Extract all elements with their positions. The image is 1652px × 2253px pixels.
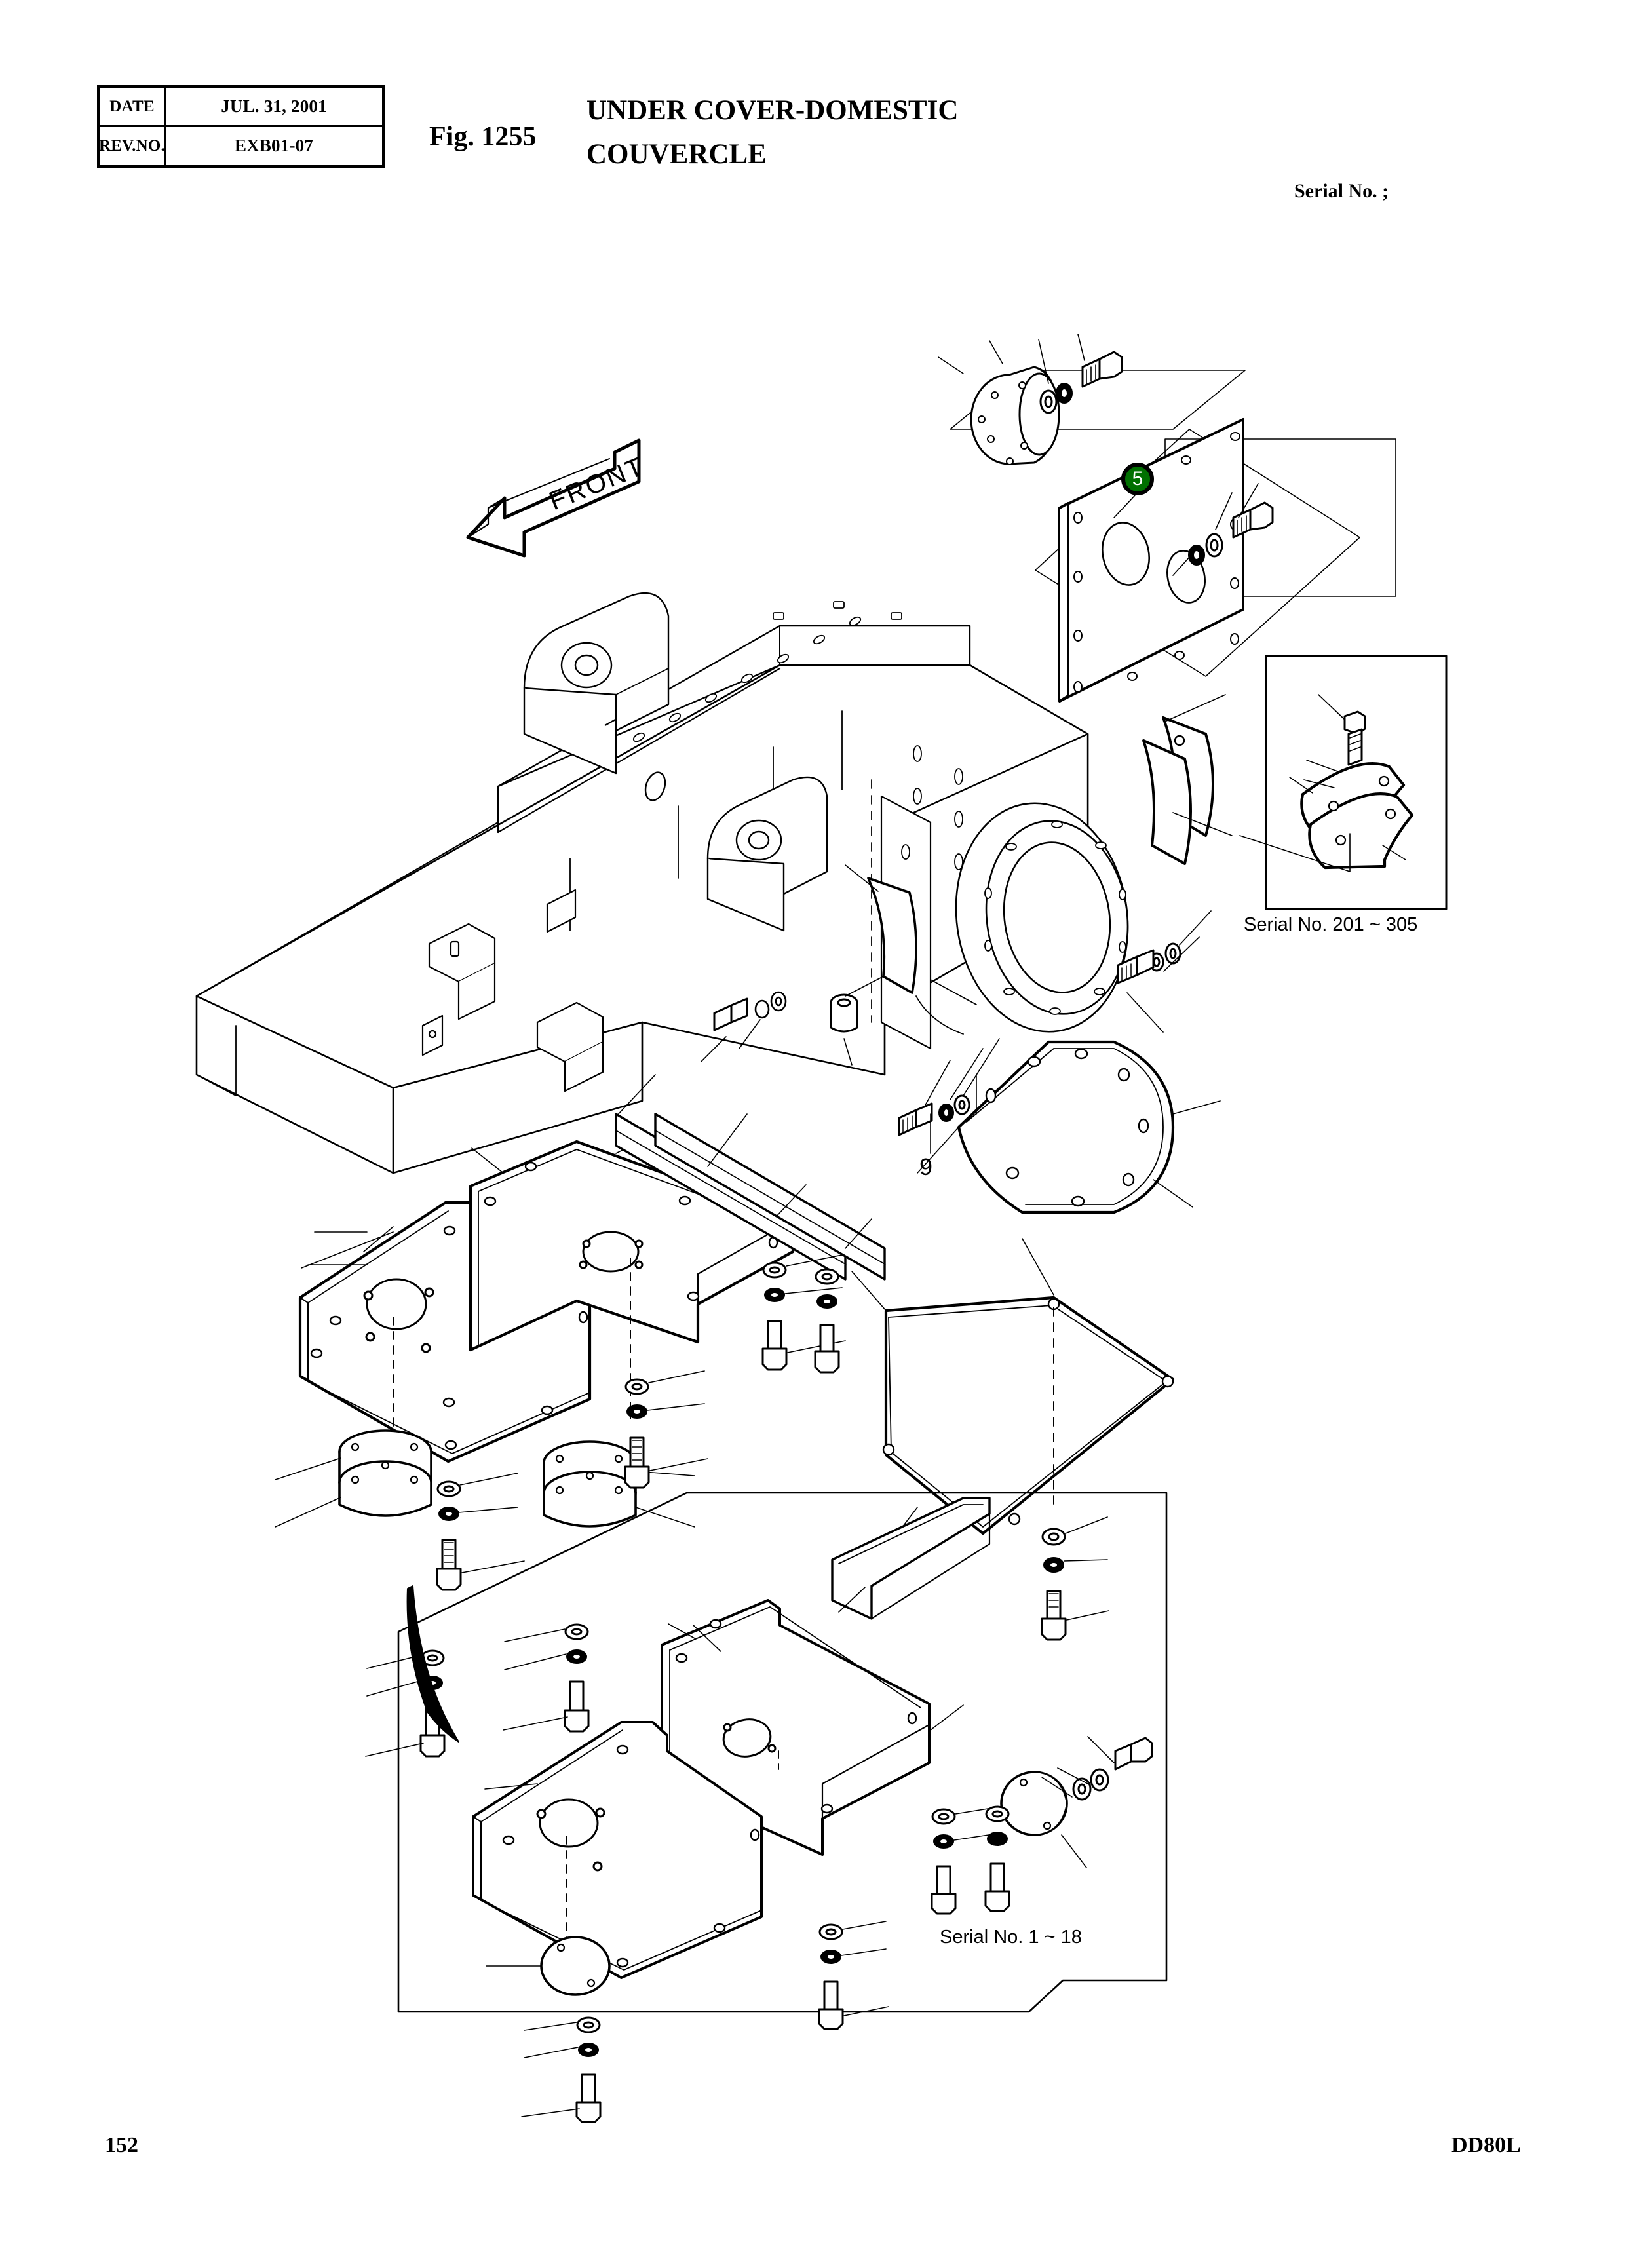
inset-round-cover [1000,1771,1068,1836]
date-value: JUL. 31, 2001 [166,88,382,127]
inset-flat-cover [472,1721,763,1979]
inset-label-serial-201-305: Serial No. 201 ~ 305 [1244,914,1418,935]
right-flat-cover-plate [882,1238,1175,1641]
inset-fastener-c [818,1921,889,2030]
callout-marker-5-label: 5 [1132,468,1143,490]
inset-box-201-305 [1239,655,1448,910]
fastener-stack-e [503,1623,590,1733]
date-label: DATE [100,88,166,127]
model-name: DD80L [1451,2133,1521,2157]
leader-lines [314,694,1233,1311]
fastener-stack-a [436,1473,525,1591]
inset-box-1-18 [397,1492,1168,2123]
fender-pad-parts [867,716,1214,994]
item-number-9: 9 [919,1153,933,1180]
rev-no-value: EXB01-07 [234,136,314,156]
rubber-mount-left [275,1429,432,1528]
under-cover-rails [615,1113,886,1281]
callout-marker-5[interactable]: 5 [1121,463,1154,495]
fastener-stack-f [365,1649,446,1758]
revision-table: DATE JUL. 31, 2001 REV.NO. EXB01-07 [97,85,385,168]
inset-label-serial-1-18: Serial No. 1 ~ 18 [940,1927,1082,1948]
rounded-under-cover-plate [898,1038,1221,1214]
fastener-stack-d [814,1268,840,1374]
inset-bottom-round-pad [486,1936,611,1996]
page-number: 152 [105,2133,138,2157]
bellhousing-fastener-cluster [701,910,1212,1066]
inset-fastener-b [984,1805,1010,1912]
front-direction-arrow: FRONT [466,438,649,558]
fastener-stack-b [624,1370,708,1489]
rubber-mount-right [543,1440,695,1528]
flange-cover-assembly [938,334,1246,465]
figure-number: Fig. 1255 [429,122,537,152]
page-title: UNDER COVER-DOMESTIC [586,95,959,126]
serial-no-header: Serial No. ; [1294,180,1389,202]
svg-text:FRONT: FRONT [545,452,649,516]
fastener-stack-c [761,1254,846,1371]
inset-fastener-d [521,2016,602,2123]
inset-fastener-a [931,1807,998,1915]
page-subtitle: COUVERCLE [586,139,767,170]
rev-no-label: REV.NO. [99,126,166,165]
